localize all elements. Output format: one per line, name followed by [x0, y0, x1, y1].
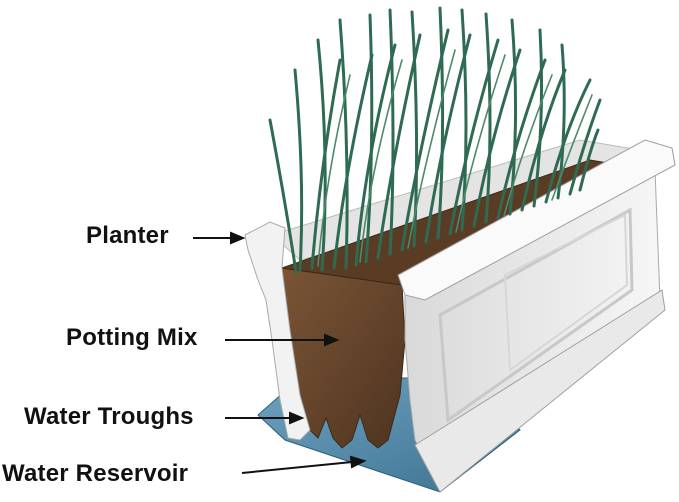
- planter-arrow-head: [230, 231, 246, 245]
- front-recessed-panel-inner: [503, 213, 629, 372]
- planter-label: Planter: [86, 222, 169, 249]
- potting-mix-label: Potting Mix: [66, 324, 198, 351]
- water-reservoir-arrow: [241, 461, 353, 474]
- water-troughs-arrow-head: [289, 411, 305, 425]
- grass-foliage: [268, 6, 602, 274]
- water-reservoir-arrow-head: [349, 455, 367, 469]
- planter-base-molding: [414, 289, 666, 493]
- grass-foliage-highlights: [317, 49, 593, 267]
- planter-left-wall: [244, 221, 311, 441]
- water-reservoir-label: Water Reservoir: [2, 460, 189, 487]
- water-troughs-label: Water Troughs: [24, 403, 194, 430]
- planter-front-rim: [397, 139, 676, 301]
- callout-arrows: [193, 231, 367, 474]
- potting-mix-arrow-head: [324, 333, 340, 347]
